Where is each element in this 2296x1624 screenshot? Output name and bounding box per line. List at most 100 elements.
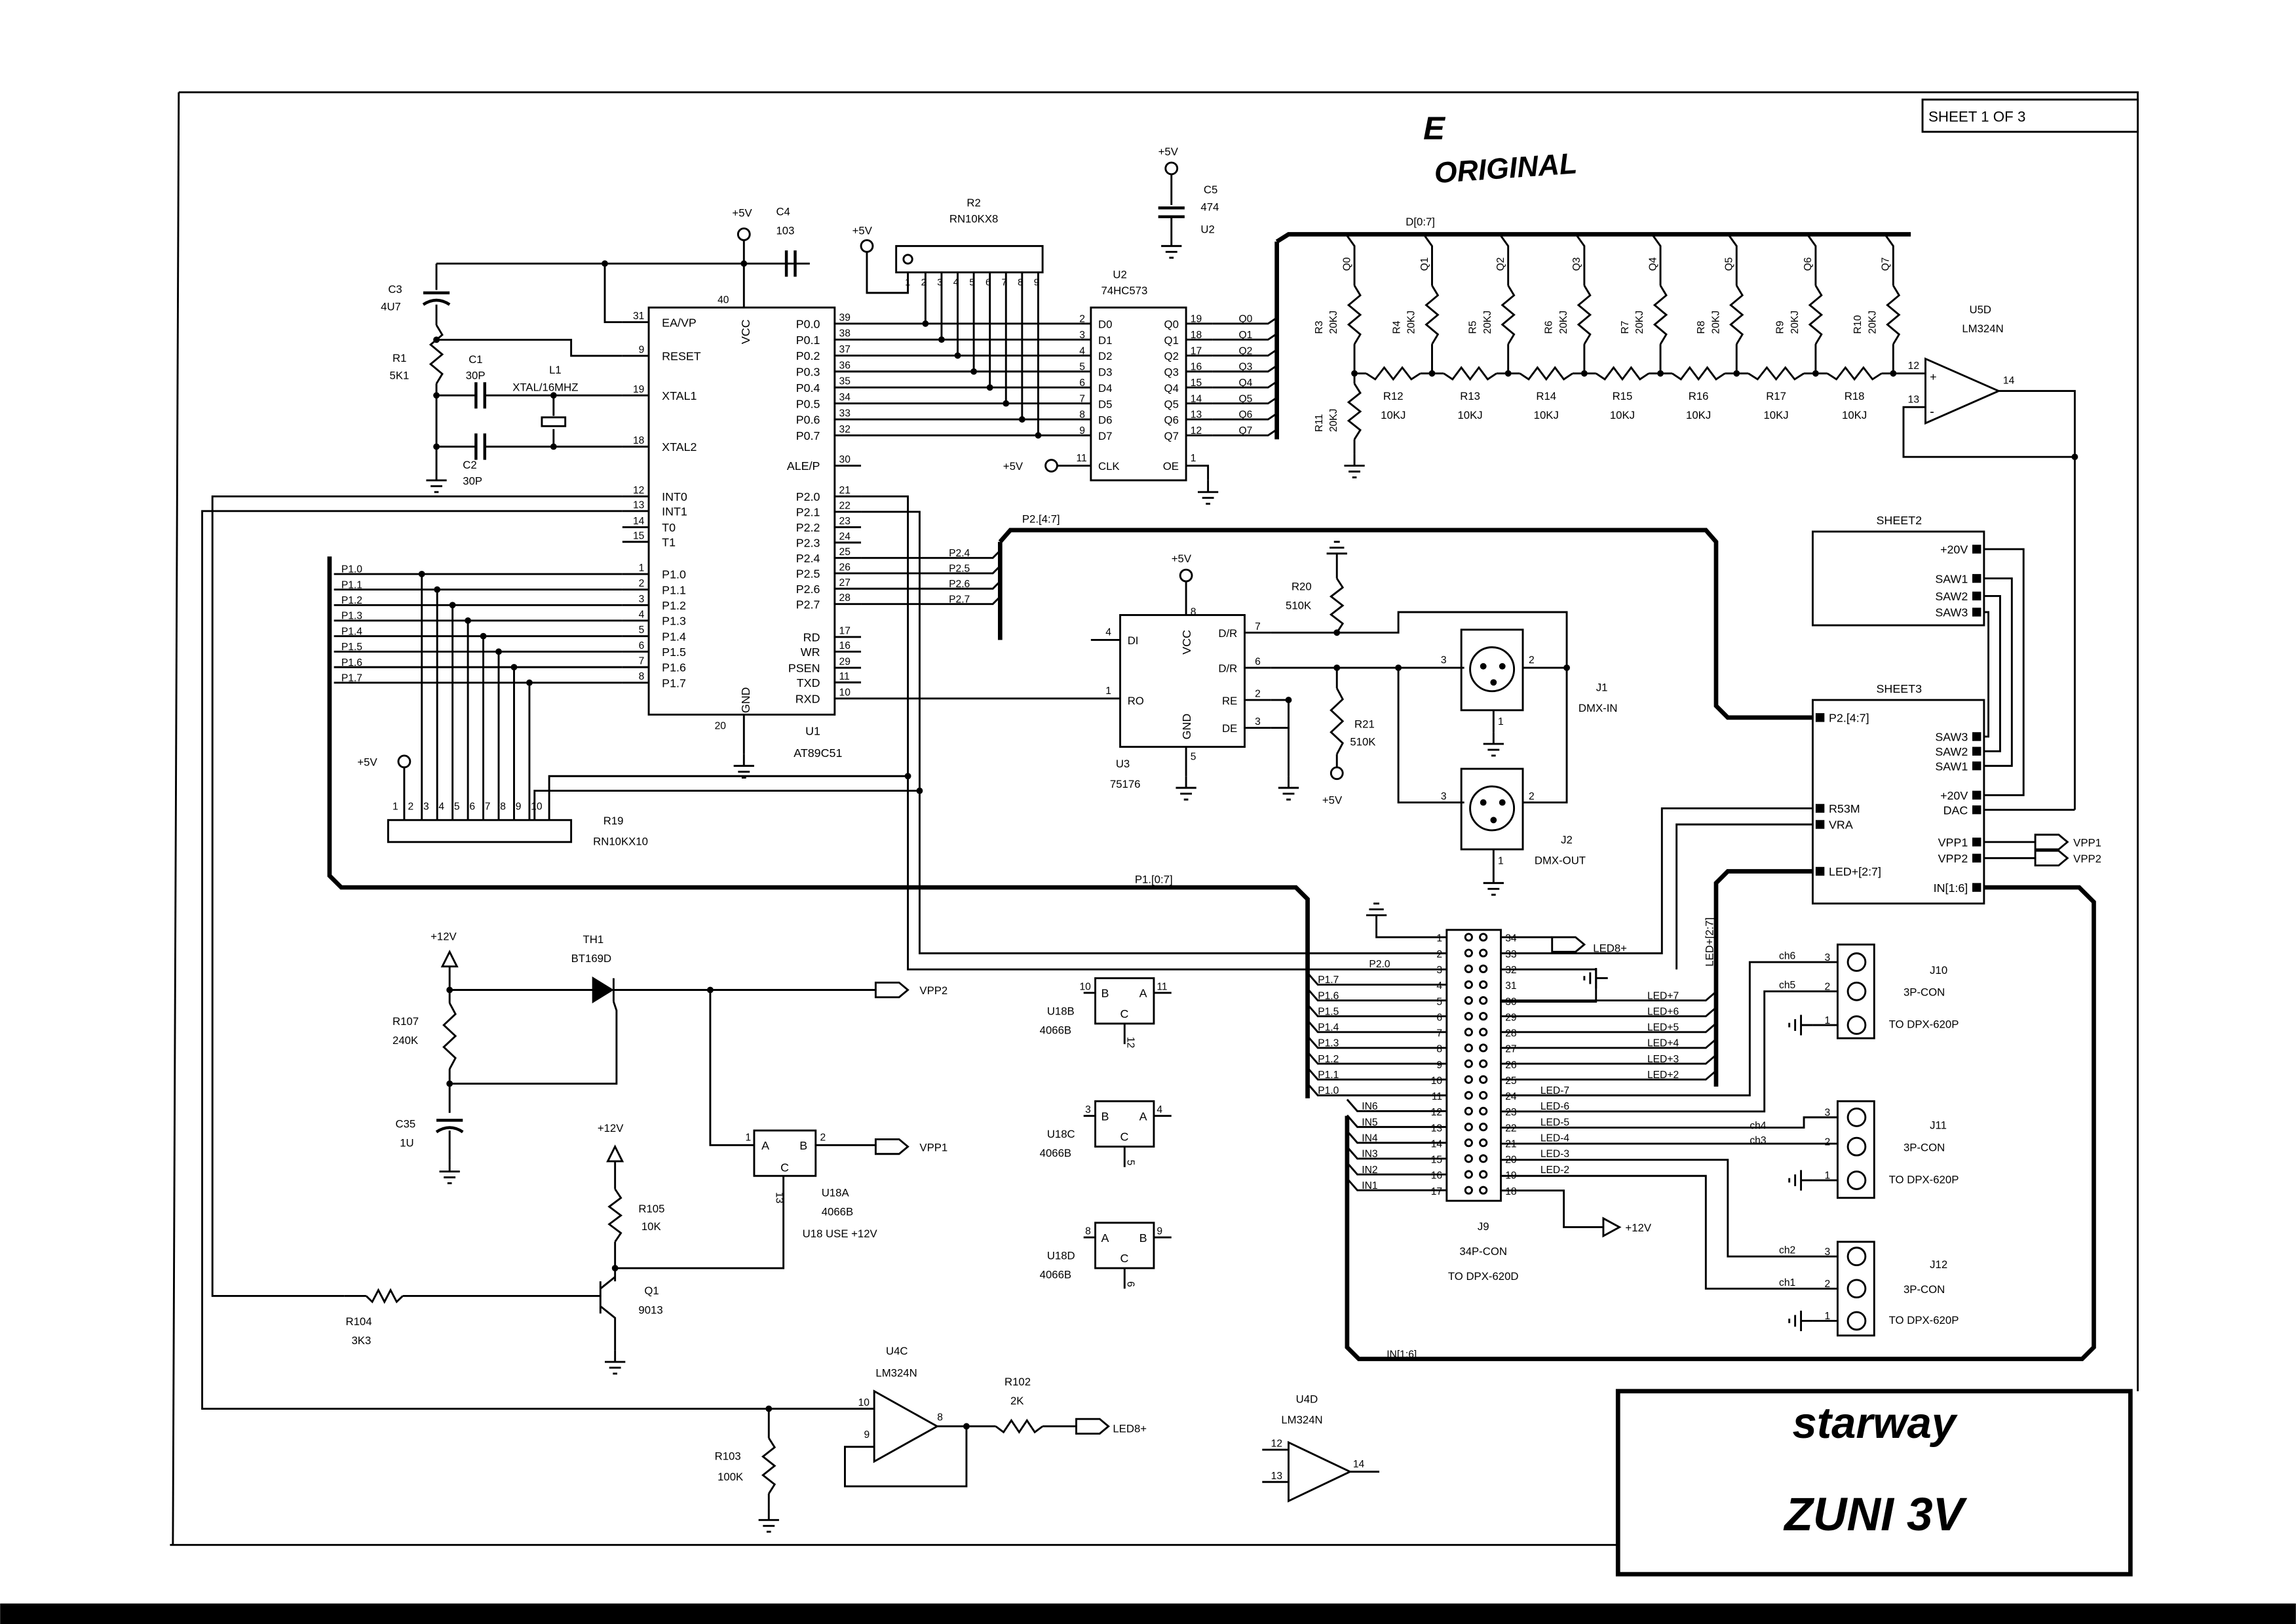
label: B bbox=[1139, 1231, 1147, 1245]
label: 20KJ bbox=[1328, 311, 1339, 334]
label: LED+2 bbox=[1647, 1070, 1679, 1081]
label: 5 bbox=[454, 802, 460, 813]
wire bbox=[1346, 1114, 1447, 1129]
label: U4D bbox=[1296, 1393, 1318, 1406]
label: 10KJ bbox=[1686, 409, 1711, 421]
label: 7 bbox=[1002, 278, 1007, 288]
label: 27 bbox=[839, 577, 851, 589]
resistor-symbol bbox=[1330, 687, 1345, 755]
sheet-number: SHEET 1 OF 3 bbox=[1928, 108, 2026, 125]
ground-icon bbox=[1326, 541, 1347, 555]
xlr-plug bbox=[1469, 785, 1516, 832]
label: 74HC573 bbox=[1101, 284, 1147, 297]
label: U2 bbox=[1113, 269, 1126, 281]
label: 21 bbox=[839, 485, 851, 496]
pin-hole bbox=[1464, 996, 1473, 1005]
label: 12 bbox=[633, 485, 644, 496]
label: GND bbox=[739, 687, 752, 713]
r2-resistor-network bbox=[895, 244, 1044, 274]
resistor-symbol bbox=[429, 324, 444, 385]
label: 3P-CON bbox=[1904, 1283, 1945, 1296]
wire bbox=[211, 495, 622, 1297]
junction-dot bbox=[446, 1080, 453, 1087]
label: VPP2 bbox=[1938, 852, 1968, 865]
label: ch5 bbox=[1779, 980, 1796, 991]
sheet-port bbox=[1972, 746, 1981, 756]
power-terminal-icon bbox=[1044, 459, 1058, 473]
label: LED-4 bbox=[1540, 1133, 1570, 1144]
label: B bbox=[799, 1139, 807, 1152]
power-terminal-icon bbox=[1330, 766, 1344, 781]
ground-icon bbox=[1344, 454, 1365, 478]
label: LED+3 bbox=[1647, 1054, 1679, 1065]
label: INT1 bbox=[662, 505, 687, 518]
label: 3 bbox=[1085, 1104, 1091, 1115]
label: R13 bbox=[1460, 390, 1480, 402]
junction-dot bbox=[510, 664, 518, 670]
label: R53M bbox=[1829, 802, 1860, 815]
wire bbox=[1307, 1003, 1447, 1018]
label: PSEN bbox=[788, 662, 820, 675]
sheet-port bbox=[1972, 573, 1981, 583]
pin-hole bbox=[1464, 1154, 1473, 1163]
label: 31 bbox=[1505, 980, 1516, 992]
label: 29 bbox=[1505, 1012, 1516, 1023]
wire bbox=[1307, 1083, 1447, 1096]
label: Q4 bbox=[1647, 257, 1658, 271]
label: 9013 bbox=[638, 1304, 662, 1316]
label: 1 bbox=[1436, 933, 1442, 944]
label: LED+7 bbox=[1647, 990, 1679, 1001]
label: 11 bbox=[1157, 981, 1167, 992]
label: C bbox=[1120, 1131, 1129, 1144]
label: GND bbox=[1180, 714, 1193, 740]
label: R4 bbox=[1391, 320, 1402, 334]
label: IN5 bbox=[1362, 1117, 1378, 1128]
wire bbox=[178, 91, 2139, 1391]
label: Q5 bbox=[1239, 393, 1253, 404]
junction-dot bbox=[1480, 799, 1487, 806]
label: DMX-OUT bbox=[1535, 854, 1586, 866]
wire bbox=[1501, 1070, 1717, 1081]
wire bbox=[172, 92, 180, 1545]
label: 10KJ bbox=[1534, 409, 1559, 421]
label: P1.2 bbox=[341, 595, 362, 606]
label: SAW2 bbox=[1935, 590, 1968, 603]
off-sheet-connector bbox=[1551, 936, 1586, 953]
label: R9 bbox=[1775, 320, 1786, 334]
label: T0 bbox=[662, 521, 676, 534]
label: 9 bbox=[516, 802, 522, 813]
label: 11 bbox=[1432, 1091, 1442, 1102]
label: 13 bbox=[1908, 394, 1919, 405]
label: Q3 bbox=[1571, 258, 1582, 271]
label: Q3 bbox=[1239, 362, 1253, 373]
label: 34 bbox=[839, 392, 851, 403]
wire bbox=[1307, 1051, 1447, 1065]
ground-icon bbox=[1278, 776, 1299, 801]
label: EA/VP bbox=[662, 316, 697, 329]
connector-pin bbox=[1846, 1279, 1867, 1299]
label: 20KJ bbox=[1482, 311, 1493, 334]
label: 31 bbox=[633, 311, 644, 322]
bus-line bbox=[998, 528, 1813, 720]
label: 2 bbox=[1255, 689, 1261, 700]
ground-icon bbox=[1176, 776, 1196, 801]
label: 12 bbox=[1125, 1037, 1136, 1048]
label: Q6 bbox=[1239, 410, 1253, 421]
wire bbox=[1501, 1116, 1838, 1129]
resistor-symbol bbox=[365, 1288, 404, 1304]
label: P1.1 bbox=[1318, 1070, 1339, 1081]
label: C3 bbox=[388, 283, 402, 296]
label: 10KJ bbox=[1457, 409, 1482, 421]
label: P2.[4:7] bbox=[1829, 712, 1869, 725]
pin-hole bbox=[1464, 1028, 1473, 1037]
sheet-port bbox=[1972, 732, 1981, 741]
label: INT0 bbox=[662, 490, 687, 503]
label: ch3 bbox=[1750, 1135, 1766, 1146]
label: 34P-CON bbox=[1459, 1245, 1507, 1258]
label: - bbox=[1930, 405, 1934, 419]
label: Q7 bbox=[1164, 430, 1179, 442]
resistor-symbol bbox=[1748, 366, 1805, 381]
label: XTAL/16MHZ bbox=[512, 381, 578, 394]
label: RE bbox=[1222, 695, 1237, 707]
junction-dot bbox=[2071, 454, 2078, 461]
